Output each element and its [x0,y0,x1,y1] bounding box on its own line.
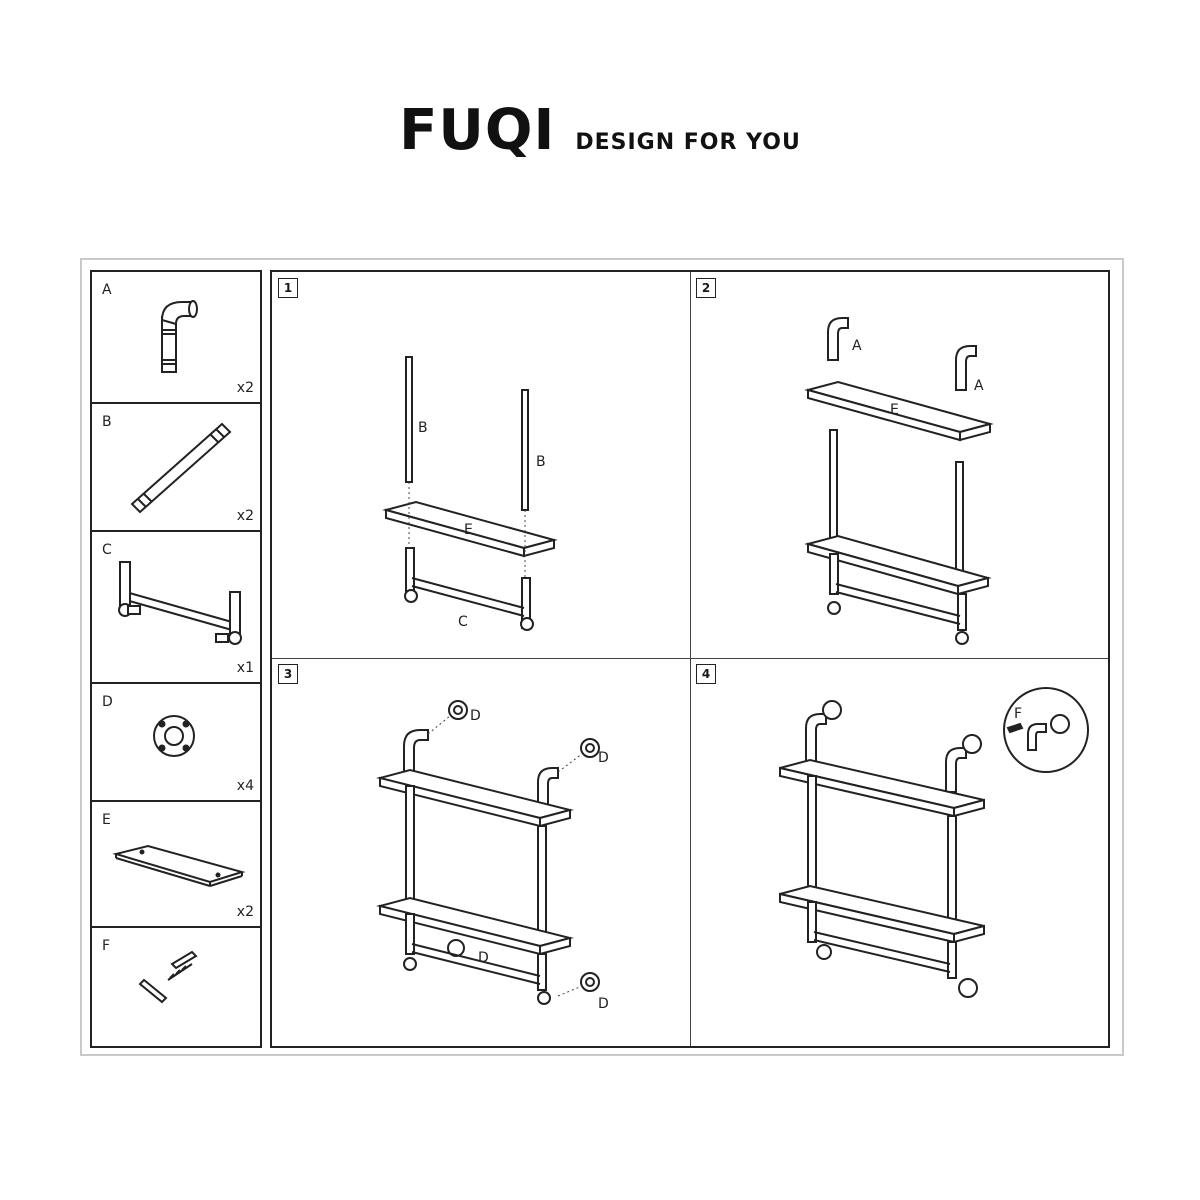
step-1-diagram: B B E C [382,356,558,631]
step-3-diagram: D D D D [376,700,609,1012]
label-b-left: B [418,420,428,436]
step-number: 4 [696,664,716,684]
step-divider-vertical [690,272,691,1046]
part-letter: B [102,414,112,430]
step-3: 3 [272,658,690,1046]
floor-flange-icon [153,715,195,757]
straight-pipe-icon [130,422,232,514]
label-e: E [464,522,473,538]
part-letter: F [102,938,111,954]
label-d-top-right: D [598,750,609,766]
step-number: 2 [696,278,716,298]
step-4-diagram: F [779,687,1089,998]
label-f: F [1014,706,1022,722]
step-4: 4 [690,658,1108,1046]
step-divider-horizontal [272,658,1108,659]
screw-and-anchor-icon [138,950,198,1004]
label-a-right: A [974,378,984,394]
elbow-pipe-icon [160,300,198,373]
part-quantity: x4 [236,778,254,794]
part-d: D x4 [92,684,260,802]
part-letter: E [102,812,111,828]
assembly-steps: 1 B B E C [270,270,1110,1048]
label-e: E [890,402,899,418]
label-b-right: B [536,454,546,470]
label-d-middle: D [478,950,489,966]
brand-name: FUQI [399,98,556,163]
part-quantity: x2 [236,904,254,920]
part-letter: C [102,542,112,558]
part-quantity: x1 [236,660,254,676]
bottom-rail-assembly-icon [118,561,242,645]
step-1: 1 B B E C [272,272,690,658]
part-a: A x2 [92,272,260,404]
brand-tagline: DESIGN FOR YOU [575,130,801,155]
part-e: E x2 [92,802,260,928]
wood-shelf-board-icon [112,844,246,887]
step-number: 3 [278,664,298,684]
part-quantity: x2 [236,508,254,524]
label-a-left: A [852,338,862,354]
part-letter: D [102,694,113,710]
step-2: 2 [690,272,1108,658]
part-f: F [92,928,260,1046]
parts-list: A x2 B x2 C x1 [90,270,262,1048]
part-letter: A [102,282,112,298]
step-2-diagram: A A E [804,317,994,645]
label-c: C [458,614,468,630]
part-c: C x1 [92,532,260,684]
brand-header: FUQI DESIGN FOR YOU [0,98,1200,163]
part-b: B x2 [92,404,260,532]
label-d-top-left: D [470,708,481,724]
label-d-bottom-right: D [598,996,609,1012]
part-quantity: x2 [236,380,254,396]
step-number: 1 [278,278,298,298]
